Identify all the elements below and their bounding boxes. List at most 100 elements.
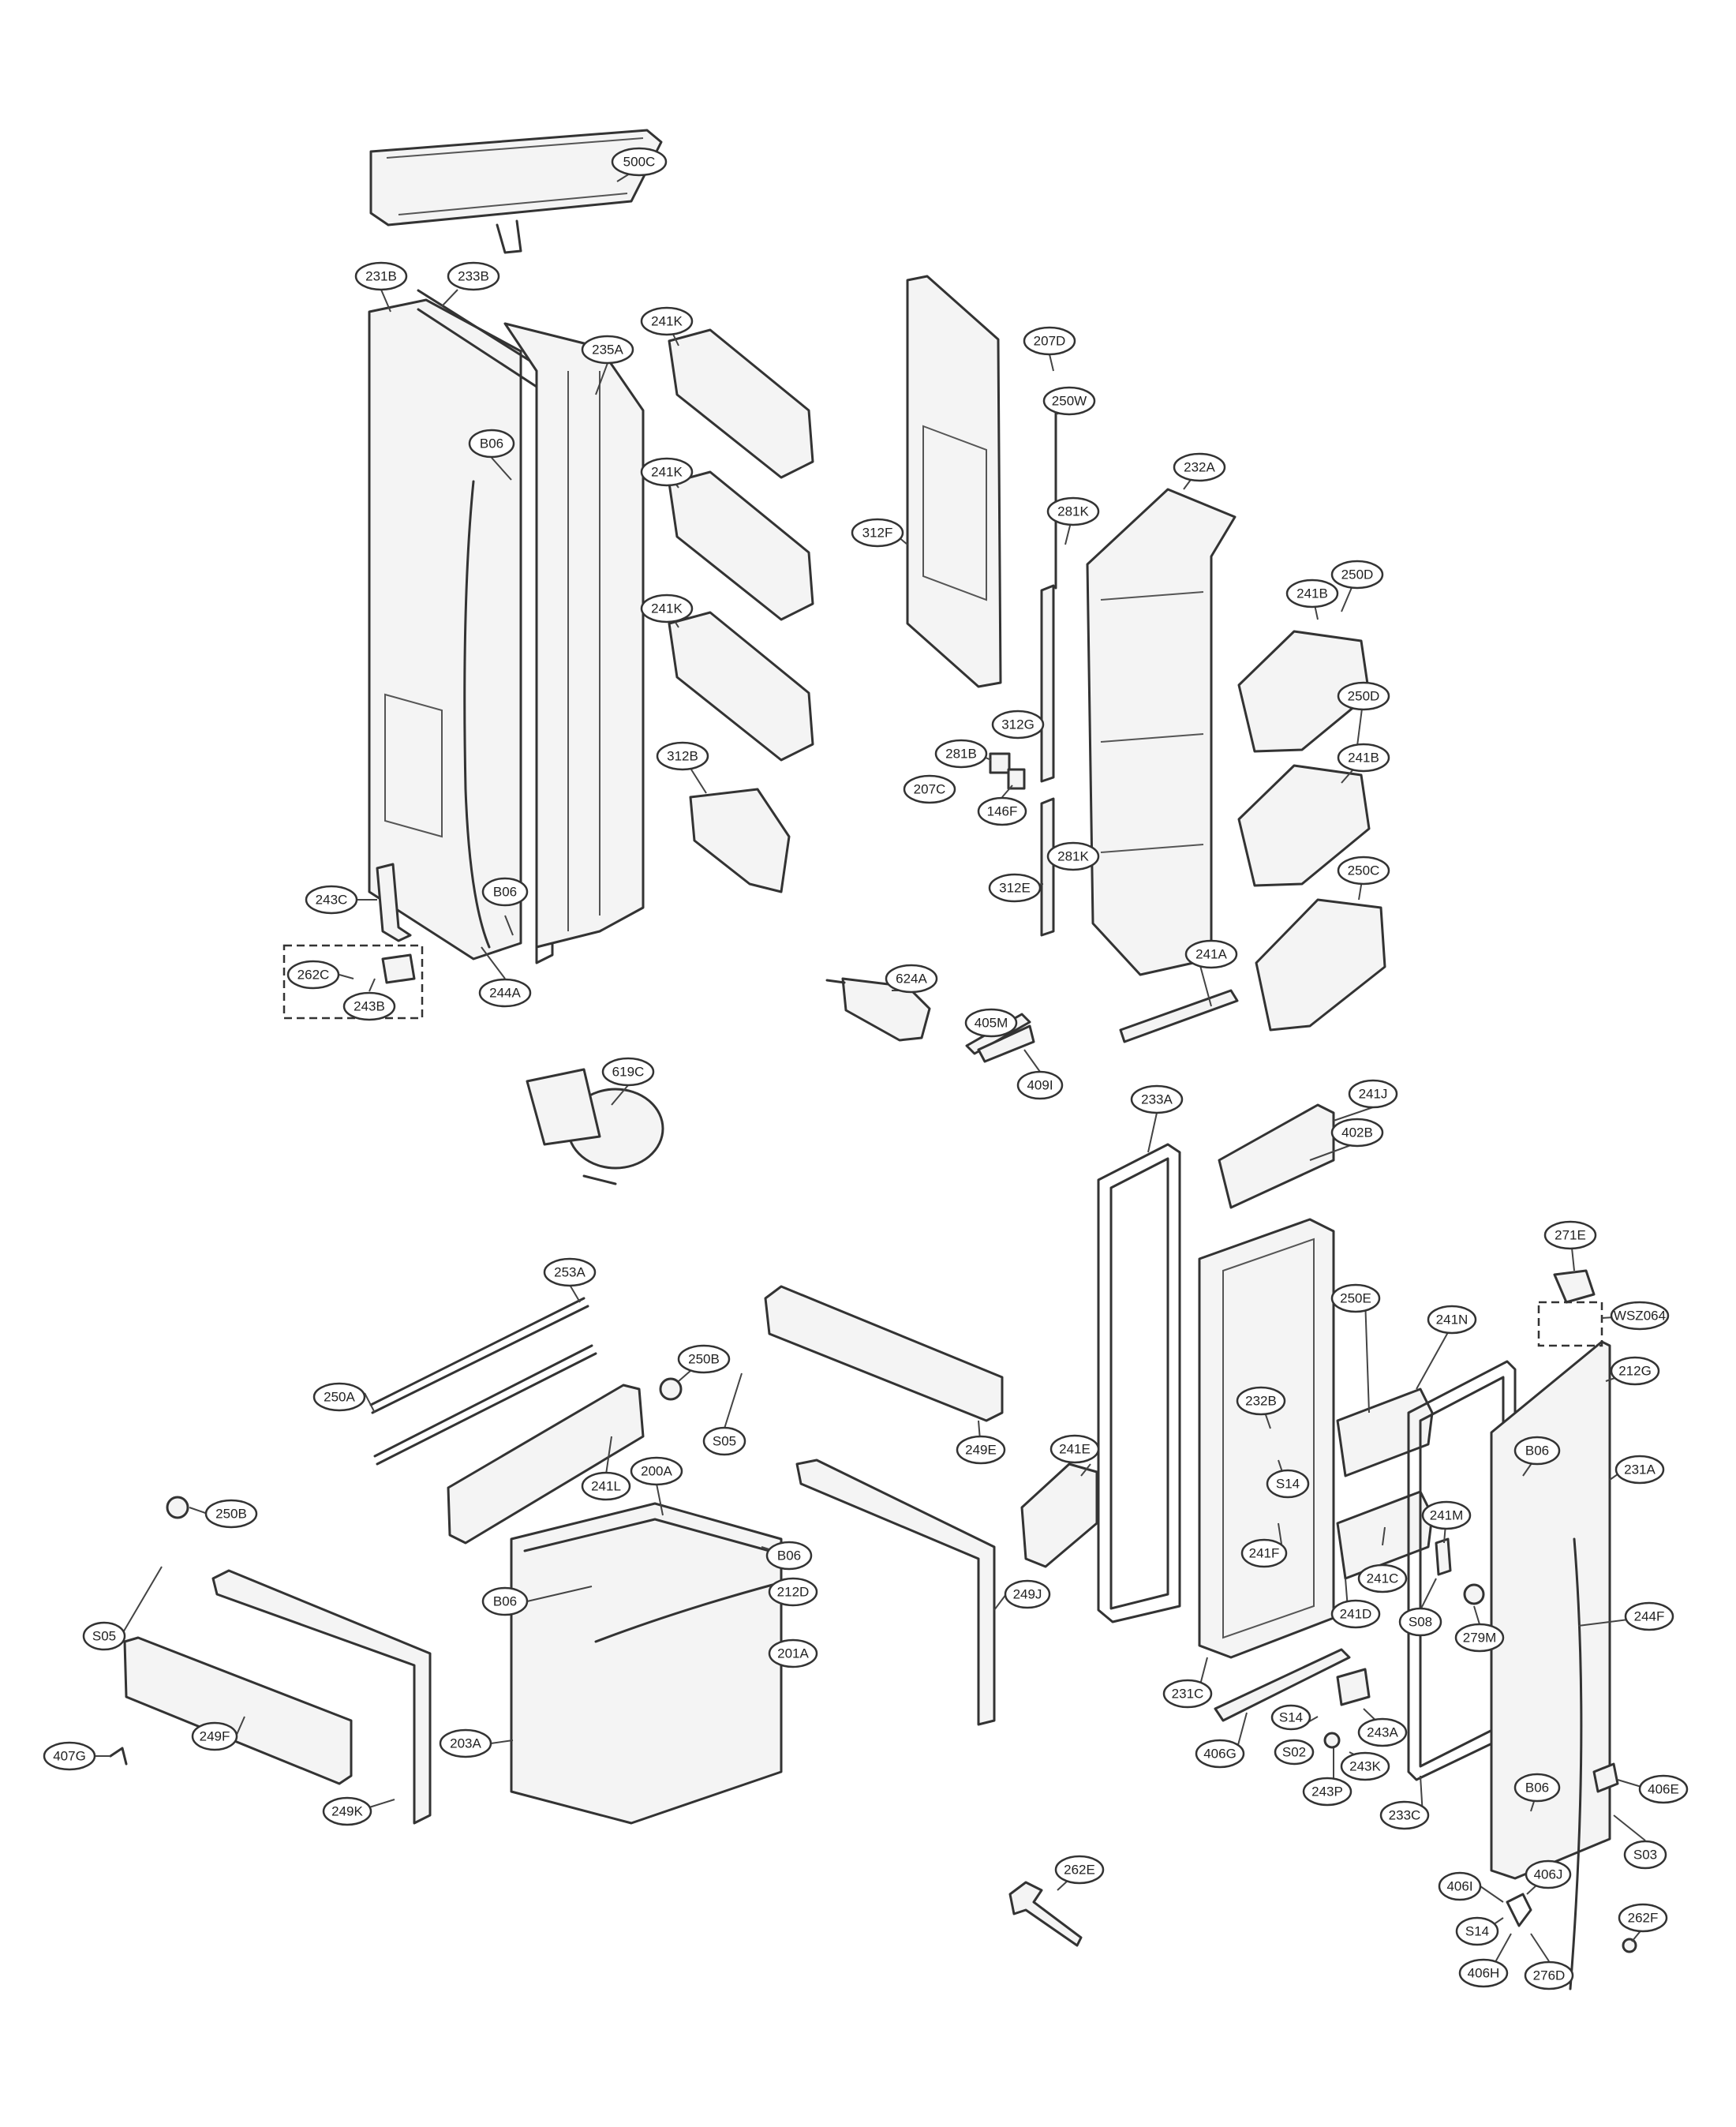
callout-271E: 271E [1543, 1220, 1597, 1250]
callout-label: B06 [480, 436, 503, 451]
callout-label: 250B [688, 1352, 720, 1367]
callout-label: 407G [53, 1749, 86, 1764]
callout-label: 250E [1340, 1291, 1371, 1306]
callout-label: 312F [862, 526, 893, 541]
callout-B06-3: B06 [765, 1541, 813, 1571]
part-262F [1622, 1938, 1637, 1953]
callout-S14-1: S14 [1266, 1469, 1310, 1499]
callout-label: 241K [651, 601, 683, 616]
callout-241N: 241N [1427, 1305, 1477, 1335]
part-241K-bins [668, 328, 814, 762]
group-WSZ064 [1537, 1301, 1603, 1347]
callout-label: 233C [1389, 1808, 1421, 1823]
part-249F [123, 1636, 353, 1785]
callout-label: S08 [1409, 1615, 1432, 1630]
callout-231C: 231C [1162, 1679, 1213, 1709]
part-312F [906, 275, 1002, 688]
callout-243B: 243B [342, 991, 396, 1021]
part-312E [1040, 797, 1055, 937]
callout-label: 250W [1052, 394, 1087, 409]
callout-layer: 500C 231B 233B 235A B06 B06 243C 262C 24… [43, 147, 1689, 1990]
callout-label: 250A [324, 1390, 355, 1405]
part-244F [1569, 1537, 1583, 1990]
callout-label: 271E [1555, 1228, 1586, 1243]
part-249J [795, 1459, 996, 1726]
part-146F [1007, 768, 1026, 790]
callout-244A: 244A [478, 978, 532, 1008]
callout-label: 619C [612, 1065, 645, 1080]
callout-312F: 312F [851, 518, 904, 548]
part-406E [1592, 1762, 1619, 1793]
part-243C [376, 863, 412, 942]
callout-S14-2: S14 [1270, 1704, 1311, 1731]
callout-200A: 200A [630, 1456, 683, 1486]
callout-label: 232A [1184, 460, 1215, 475]
part-244A [463, 480, 491, 949]
callout-243K: 243K [1340, 1751, 1390, 1781]
callout-407G: 407G [43, 1741, 96, 1771]
callout-241B-1: 241B [1285, 579, 1339, 609]
callout-label: 312E [999, 881, 1031, 896]
callout-label: B06 [493, 1594, 517, 1609]
callout-B06-6: B06 [1513, 1773, 1561, 1803]
part-262C-hinge [381, 953, 416, 984]
callout-label: 207C [914, 782, 946, 797]
callout-276D: 276D [1524, 1960, 1574, 1990]
part-241L [447, 1384, 645, 1545]
callout-243P: 243P [1302, 1777, 1353, 1807]
callout-262C: 262C [286, 960, 340, 990]
part-271E [1553, 1269, 1596, 1304]
part-409I [977, 1024, 1035, 1063]
callout-label: 244F [1634, 1609, 1665, 1624]
callout-212G: 212G [1610, 1356, 1660, 1386]
callout-label: 200A [641, 1464, 672, 1479]
callout-146F: 146F [977, 796, 1027, 826]
callout-B06-4: B06 [481, 1586, 529, 1616]
callout-label: 241D [1340, 1607, 1372, 1622]
callout-S14-3: S14 [1455, 1916, 1499, 1946]
callout-406E: 406E [1638, 1774, 1689, 1804]
part-241M [1435, 1537, 1452, 1576]
callout-241F: 241F [1240, 1538, 1288, 1568]
callout-label: 250C [1348, 863, 1380, 878]
callout-label: 244A [489, 986, 521, 1001]
callout-label: 203A [450, 1736, 481, 1751]
callout-241L: 241L [581, 1471, 631, 1501]
part-drawings [109, 129, 1637, 1990]
callout-label: 406H [1468, 1966, 1500, 1981]
callout-232B: 232B [1236, 1386, 1286, 1416]
callout-249E: 249E [956, 1435, 1006, 1465]
part-406G [1214, 1648, 1351, 1722]
callout-406H: 406H [1458, 1958, 1509, 1988]
callout-label: B06 [777, 1548, 801, 1563]
callout-label: 281B [945, 747, 977, 762]
callout-250E: 250E [1330, 1283, 1381, 1313]
part-231C [1198, 1218, 1335, 1659]
callout-label: 241K [651, 465, 683, 480]
callout-250A: 250A [312, 1382, 366, 1412]
callout-label: S05 [92, 1629, 116, 1644]
callout-label: 406I [1446, 1879, 1472, 1894]
callout-label: 250D [1341, 567, 1374, 582]
callout-label: 241K [651, 314, 683, 329]
callout-label: 241J [1359, 1087, 1388, 1102]
callout-label: 402B [1341, 1125, 1373, 1140]
callout-label: 279M [1463, 1631, 1497, 1646]
callout-WSZ064: WSZ064 [1610, 1301, 1670, 1331]
part-249K [211, 1569, 432, 1825]
callout-label: 249K [331, 1804, 363, 1819]
callout-312G: 312G [991, 710, 1045, 740]
leader-lines [93, 161, 1654, 1970]
callout-label: S14 [1465, 1924, 1489, 1939]
callout-250D-1: 250D [1330, 560, 1384, 590]
callout-250C: 250C [1337, 856, 1390, 886]
callout-label: 243B [354, 999, 385, 1014]
callout-281K-1: 281K [1046, 496, 1100, 526]
callout-label: 232B [1245, 1394, 1277, 1409]
callout-241K-1: 241K [640, 306, 694, 336]
callout-B06-2: B06 [481, 877, 529, 907]
callout-label: 146F [987, 804, 1018, 819]
callout-249K: 249K [322, 1796, 372, 1826]
callout-label: S05 [713, 1434, 736, 1449]
